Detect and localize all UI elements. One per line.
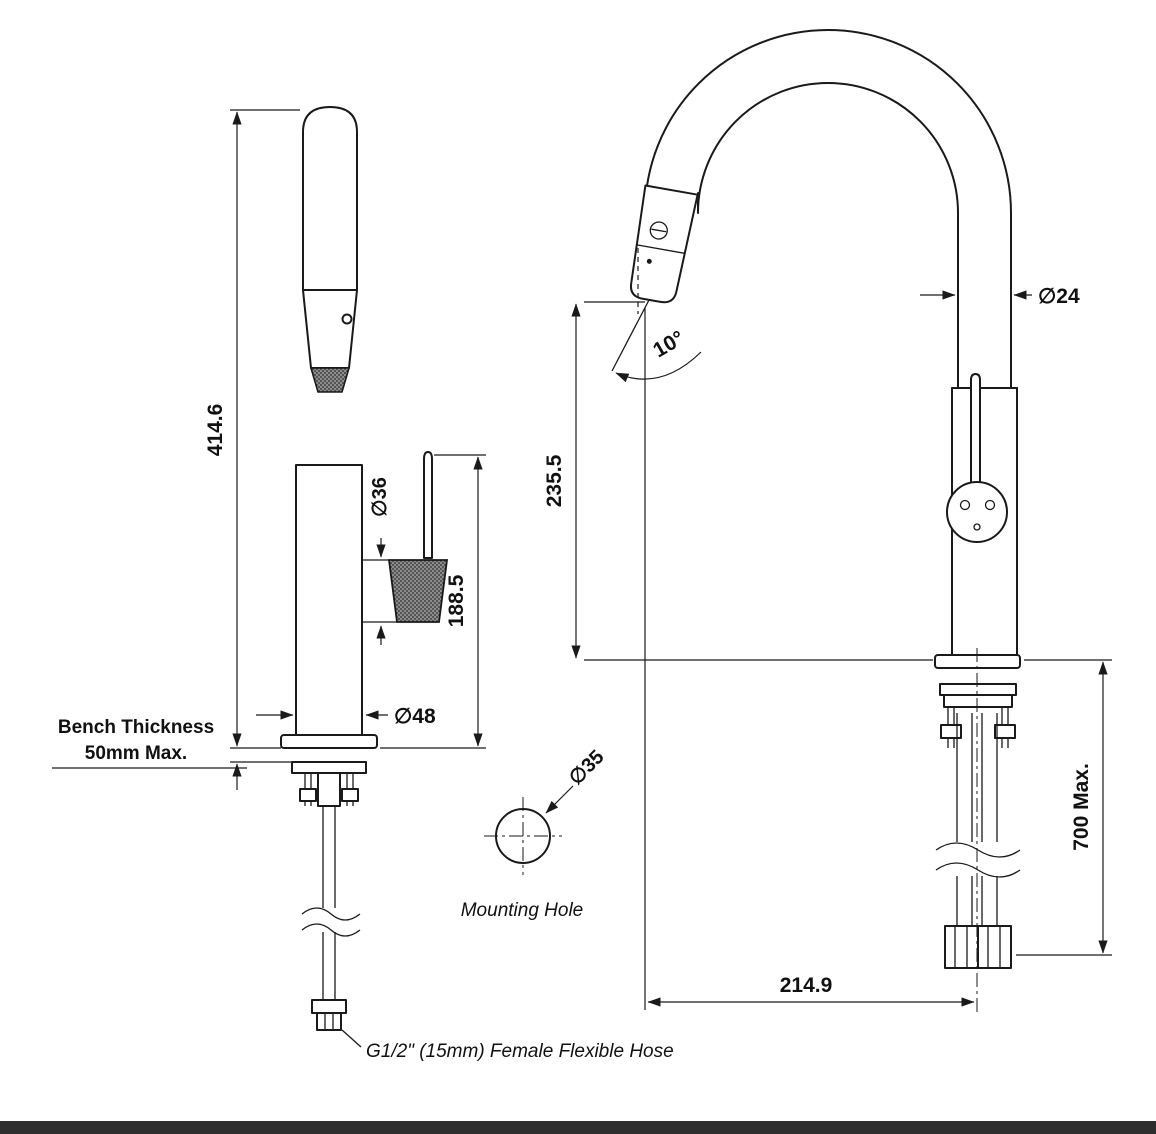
dim-spout-height: 235.5 <box>543 454 566 507</box>
hose-nut-left <box>944 925 979 969</box>
hose-break-symbol <box>301 907 361 921</box>
pullout-spray-head <box>629 184 699 304</box>
mounting-hole-detail: ∅35 Mounting Hole <box>461 746 609 921</box>
bench-thickness-label-line1: Bench Thickness <box>58 717 214 738</box>
aerator-button <box>649 221 668 240</box>
dim-tube-diameter: ∅24 <box>1038 285 1080 308</box>
gooseneck-outer <box>644 29 1012 389</box>
dim-spout-angle: 10° <box>649 326 688 362</box>
spout-tube <box>302 106 358 291</box>
base-flange <box>280 734 378 749</box>
angle-arc <box>615 351 702 383</box>
dim-base-diameter: ∅48 <box>394 705 436 728</box>
dim-overall-height: 414.6 <box>204 404 227 457</box>
head-dot <box>646 258 652 264</box>
handle-sphere <box>946 481 1008 543</box>
front-lever-pin <box>970 373 981 491</box>
spray-head-cone <box>302 289 358 369</box>
front-view: 10° <box>543 29 1112 1012</box>
spray-tip-knurl <box>309 367 351 393</box>
faucet-body <box>295 464 363 736</box>
left-side-view: 414.6 Bench Thickness 50mm Max. ∅36 188.… <box>52 106 674 1062</box>
dim-handle-diameter: ∅36 <box>369 477 391 517</box>
mounting-hole-label: Mounting Hole <box>461 900 584 921</box>
hose-end-nut <box>311 999 347 1014</box>
front-under-bench-hardware <box>935 683 1021 969</box>
gooseneck-inner <box>697 82 959 389</box>
handle-lever <box>423 451 433 559</box>
handle-knurl <box>387 559 449 623</box>
bench-thickness-label-line2: 50mm Max. <box>85 743 187 764</box>
dim-hose-length: 700 Max. <box>1070 763 1093 851</box>
dim-mounting-hole-diameter: ∅35 <box>565 746 609 790</box>
hose-spec-label: G1/2" (15mm) Female Flexible Hose <box>366 1041 674 1062</box>
front-hose-break-symbol <box>935 842 1021 858</box>
bottom-bar <box>0 1121 1156 1134</box>
hose-nut-right <box>977 925 1012 969</box>
dim-handle-height: 188.5 <box>445 574 468 627</box>
dim-spout-reach: 214.9 <box>780 974 833 997</box>
under-bench-hardware <box>291 761 367 1031</box>
spray-button <box>341 313 353 325</box>
